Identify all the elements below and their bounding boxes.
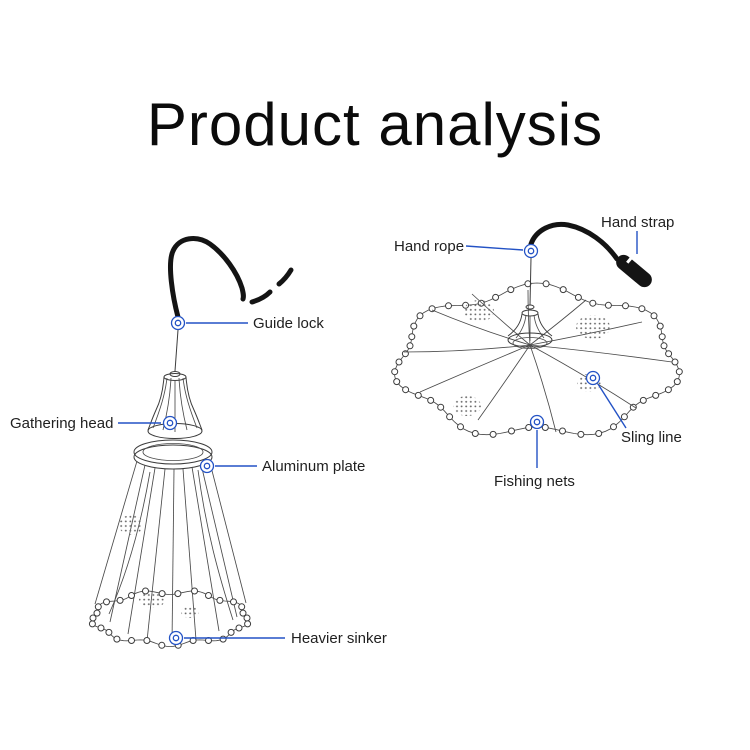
open-net-outline (394, 282, 680, 436)
net-cone-lines (94, 458, 247, 645)
part-markers (162, 243, 601, 646)
hand-strap-drawing (616, 254, 652, 288)
heavier-sinker-marker (168, 630, 184, 646)
rope-dash-2 (276, 267, 294, 287)
leader-lines (118, 231, 638, 639)
label-heavier-sinker: Heavier sinker (291, 630, 387, 647)
label-gathering-head: Gathering head (10, 415, 114, 432)
gathering-head-drawing (147, 373, 203, 439)
center-hub-drawing (507, 257, 553, 349)
label-guide-lock: Guide lock (253, 315, 324, 332)
net-mesh-patches-left (119, 515, 199, 618)
label-sling-line: Sling line (621, 429, 682, 446)
gathering-head-marker (162, 415, 178, 431)
hand-rope-drawing (528, 221, 620, 262)
label-aluminum-plate: Aluminum plate (262, 458, 366, 475)
net-mesh-patches-right (453, 300, 610, 416)
label-hand-strap: Hand strap (601, 214, 675, 231)
sling-line-marker (585, 370, 601, 386)
sling-line-leader (597, 383, 627, 429)
page-title: Product analysis (146, 91, 604, 158)
label-hand-rope: Hand rope (394, 238, 465, 255)
hand-rope-leader (465, 245, 524, 251)
open-net-bead-chain (391, 280, 683, 438)
aluminum-plate-marker (199, 458, 215, 474)
rope-link-drawing (169, 329, 181, 377)
hand-rope-marker (523, 243, 539, 259)
fishing-nets-marker (529, 414, 545, 430)
aluminum-plate-drawing (133, 439, 213, 470)
sinker-bead-chain (88, 587, 252, 649)
label-fishing-nets: Fishing nets (494, 473, 575, 490)
closed-net-illustration (88, 236, 294, 649)
open-net-illustration (391, 221, 683, 438)
rope-dash-1 (249, 289, 273, 305)
rope-hook-drawing (168, 236, 294, 320)
guide-lock-marker (170, 315, 186, 331)
